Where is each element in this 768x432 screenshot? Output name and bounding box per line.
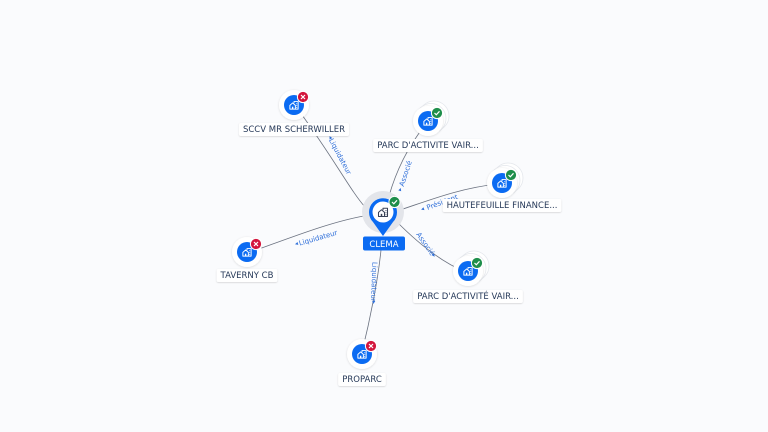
status-badge-active bbox=[504, 168, 518, 182]
edge-label-taverny: Liquidateur bbox=[298, 229, 339, 248]
node-taverny[interactable]: TAVERNY CB bbox=[216, 237, 278, 282]
node-label: TAVERNY CB bbox=[220, 271, 274, 281]
node-label: PARC D'ACTIVITE VAIR... bbox=[377, 141, 479, 151]
node-label: SCCV MR SCHERWILLER bbox=[243, 125, 345, 135]
check-icon bbox=[434, 110, 440, 116]
edge-taverny bbox=[247, 215, 365, 254]
edge-label-parc1: Associé bbox=[398, 160, 414, 188]
node-label-bg bbox=[413, 290, 523, 303]
node-proparc[interactable]: PROPARC bbox=[338, 339, 386, 386]
pin-inner bbox=[372, 201, 394, 223]
status-badge-active bbox=[430, 106, 444, 120]
node-label: PROPARC bbox=[342, 375, 382, 385]
edge-arrow-icon bbox=[329, 136, 333, 140]
node-sccv[interactable]: SCCV MR SCHERWILLER bbox=[238, 90, 350, 136]
edge-arrow-icon bbox=[421, 207, 425, 211]
edge-sccv bbox=[296, 107, 366, 208]
center-label-bg bbox=[363, 236, 405, 251]
status-badge-active bbox=[470, 256, 484, 270]
node-label-bg bbox=[373, 139, 483, 152]
status-badge-inactive bbox=[296, 90, 310, 104]
check-icon bbox=[474, 260, 480, 266]
status-badge-inactive bbox=[364, 339, 378, 353]
status-badge-active bbox=[388, 195, 401, 209]
edge-hautefeuille bbox=[399, 183, 499, 211]
check-icon bbox=[508, 172, 514, 178]
status-badge-inactive bbox=[249, 237, 263, 251]
edge-arrow-icon bbox=[372, 300, 376, 304]
edge-label-proparc: Liquidateur bbox=[369, 262, 378, 302]
node-parc1[interactable]: PARC D'ACTIVITE VAIR... bbox=[373, 100, 483, 152]
edge-arrow-icon bbox=[398, 187, 402, 192]
node-label-bg bbox=[216, 269, 278, 282]
edge-arrow-icon bbox=[431, 253, 435, 257]
center-label: CLEMA bbox=[369, 240, 398, 250]
edge-label-parc2: Associé bbox=[414, 231, 436, 257]
nodes-layer: SCCV MR SCHERWILLER PARC D'ACTIVITE VAIR.… bbox=[216, 90, 562, 386]
center-node[interactable]: CLEMA bbox=[362, 191, 405, 251]
node-parc2[interactable]: PARC D'ACTIVITÉ VAIR... bbox=[413, 250, 523, 303]
check-icon bbox=[391, 199, 398, 205]
node-label-bg bbox=[238, 123, 350, 136]
node-label: HAUTEFEUILLE FINANCE... bbox=[447, 201, 558, 211]
node-label-bg bbox=[442, 199, 562, 212]
node-hautefeuille[interactable]: HAUTEFEUILLE FINANCE... bbox=[442, 162, 562, 212]
edge-arrow-icon bbox=[295, 242, 299, 245]
node-label-bg bbox=[338, 373, 386, 386]
node-label: PARC D'ACTIVITÉ VAIR... bbox=[417, 290, 519, 302]
edge-parc1 bbox=[388, 123, 427, 197]
close-icon bbox=[300, 94, 306, 100]
close-icon bbox=[253, 241, 259, 247]
close-icon bbox=[368, 343, 374, 349]
